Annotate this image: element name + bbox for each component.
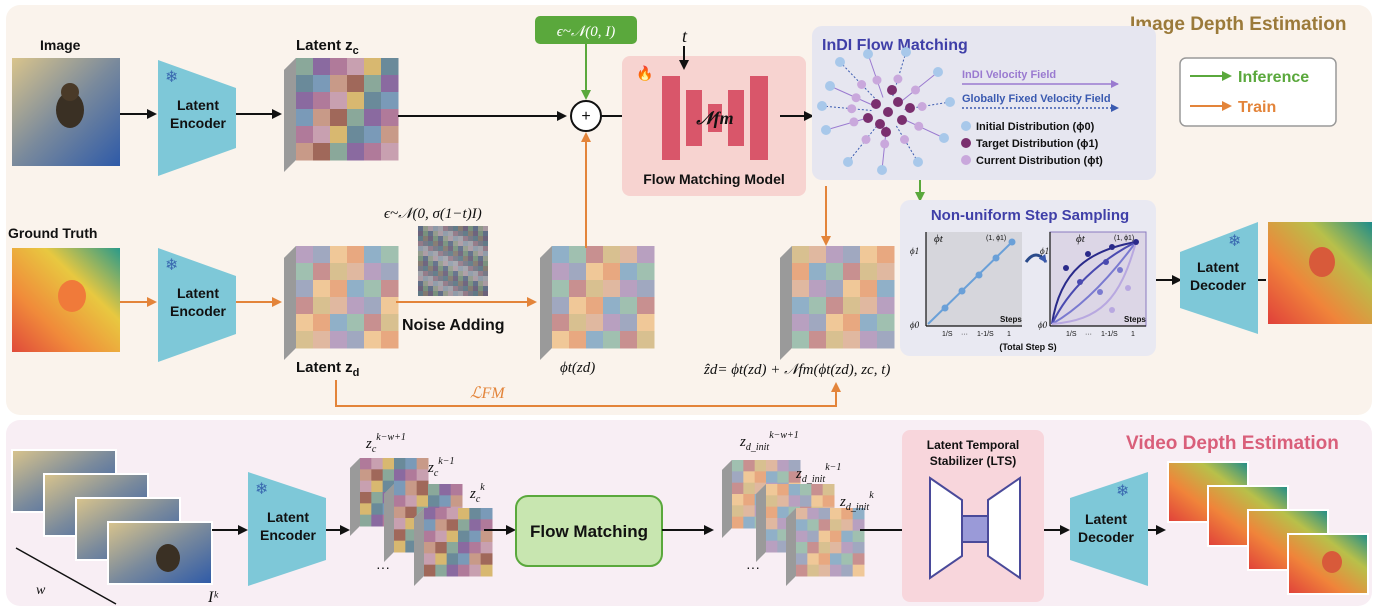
ground-truth-image [12, 248, 120, 352]
indi-scatter [817, 47, 955, 175]
lts-label-1: Latent Temporal [927, 438, 1019, 452]
latent-zd-cube [284, 246, 399, 360]
snowflake-icon: ❄ [165, 69, 178, 86]
uniform-tick-2: 1-1/S [977, 331, 994, 338]
nonuniform-tick-2: 1-1/S [1101, 331, 1118, 338]
fm-model-label: Flow Matching Model [643, 171, 785, 187]
noise-eq-mid: ϵ~𝒩(0, σ(1−t)I) [384, 206, 482, 222]
snowflake-icon: ❄ [165, 257, 178, 274]
noise-box [535, 16, 637, 44]
video-input-frames [11, 449, 213, 585]
nonuniform-phi-0: ϕ0 [1038, 320, 1048, 330]
video-output-frames [1167, 461, 1369, 595]
latent-decoder-top: ❄ Latent Decoder [1180, 222, 1258, 334]
zd-dots: ··· [746, 559, 760, 575]
uniform-tick-dots: ··· [961, 331, 968, 338]
indi-title: InDI Flow Matching [822, 37, 968, 54]
nonuniform-tick-3: 1 [1131, 331, 1135, 338]
fixed-velocity-label: Globally Fixed Velocity Field [962, 93, 1111, 105]
loss-label: ℒFM [470, 385, 506, 402]
gt-label: Ground Truth [8, 225, 97, 241]
snowflake-icon: ❄ [255, 481, 268, 498]
latent-zc-cube [284, 58, 399, 172]
image-section-title: Image Depth Estimation [1130, 14, 1346, 35]
nonuniform-phi-t: ϕt [1076, 233, 1086, 245]
indi-panel [812, 26, 1156, 180]
ik-label: Iᵏ [207, 589, 219, 606]
encoder-label-1: Latent [177, 97, 219, 113]
zd-hat-equation: ẑd= ϕt(zd) + 𝒩fm(ϕt(zd), zc, t) [703, 362, 890, 378]
noise-texture [418, 226, 488, 296]
encoder-label-2: Encoder [170, 303, 227, 319]
video-zc-stack [350, 458, 493, 586]
uniform-tick-1: 1/S [942, 331, 953, 338]
nfm-label: 𝒩fm [695, 108, 733, 128]
total-step-label: (Total Step S) [999, 342, 1056, 352]
decoder-label-2: Decoder [1078, 529, 1135, 545]
uniform-phi-1: ϕ1 [910, 246, 919, 256]
latent-encoder-top: ❄ Latent Encoder [158, 60, 236, 176]
current-dist-label: Current Distribution (ϕt) [976, 155, 1103, 167]
w-brace [15, 547, 117, 605]
uniform-steps: Steps [1000, 315, 1022, 324]
legend-inference: Inference [1238, 69, 1309, 86]
latent-zd-label: Latent zd [296, 359, 359, 379]
initial-dist-label: Initial Distribution (ϕ0) [976, 121, 1095, 133]
decoder-label-1: Latent [1085, 511, 1127, 527]
noise-adding-label: Noise Adding [402, 317, 505, 334]
w-label: w [36, 583, 46, 598]
image-label: Image [40, 37, 81, 53]
encoder-label-1: Latent [267, 509, 309, 525]
target-dist-label: Target Distribution (ϕ1) [976, 138, 1099, 150]
noise-eq-top: ϵ~𝒩(0, I) [557, 24, 616, 40]
uniform-step-plot [925, 232, 1022, 327]
flow-matching-label: Flow Matching [530, 522, 648, 541]
uniform-phi-t: ϕt [934, 233, 944, 245]
nonuniform-title: Non-uniform Step Sampling [931, 207, 1129, 224]
nonuniform-steps: Steps [1124, 315, 1146, 324]
flame-icon: 🔥 [636, 65, 653, 82]
nonuniform-corner: (1, ϕ1) [1114, 235, 1134, 242]
uniform-corner: (1, ϕ1) [986, 235, 1006, 242]
uniform-tick-3: 1 [1007, 331, 1011, 338]
current-dist-dot [961, 155, 971, 165]
decoder-label-2: Decoder [1190, 277, 1247, 293]
video-zd-stack [722, 460, 865, 586]
output-depth-image [1268, 222, 1372, 324]
legend-train: Train [1238, 99, 1276, 116]
t-label: t [682, 26, 688, 46]
latent-encoder-video: ❄ Latent Encoder [248, 472, 326, 586]
latent-zd-hat-cube [780, 246, 895, 360]
input-image [12, 58, 120, 166]
latent-decoder-video: ❄ Latent Decoder [1070, 472, 1148, 586]
phi-zd-label: ϕt(zd) [560, 360, 595, 376]
encoder-label-2: Encoder [170, 115, 227, 131]
nonuniform-tick-dots: ··· [1085, 331, 1092, 338]
latent-encoder-mid: ❄ Latent Encoder [158, 248, 236, 362]
nonuniform-step-plot [1049, 231, 1147, 327]
nonuniform-tick-1: 1/S [1066, 331, 1077, 338]
encoder-label-2: Encoder [260, 527, 317, 543]
unet-blocks [662, 76, 768, 160]
target-dist-dot [961, 138, 971, 148]
snowflake-icon: ❄ [1116, 483, 1129, 500]
indi-velocity-label: InDI Velocity Field [962, 69, 1056, 81]
latent-zc-label: Latent zc [296, 37, 359, 57]
transform-arrow-icon [1024, 253, 1048, 263]
nonuniform-phi-1: ϕ1 [1040, 246, 1049, 256]
plus-symbol: + [581, 108, 590, 125]
uniform-phi-0: ϕ0 [910, 320, 920, 330]
lts-block [929, 476, 1021, 580]
snowflake-icon: ❄ [1228, 233, 1241, 250]
loss-path [335, 380, 841, 407]
decoder-label-1: Latent [1197, 259, 1239, 275]
video-section-title: Video Depth Estimation [1126, 433, 1339, 454]
zc-dots: ··· [376, 559, 390, 575]
lts-label-2: Stabilizer (LTS) [930, 454, 1016, 468]
initial-dist-dot [961, 121, 971, 131]
encoder-label-1: Latent [177, 285, 219, 301]
latent-phi-cube [540, 246, 655, 360]
